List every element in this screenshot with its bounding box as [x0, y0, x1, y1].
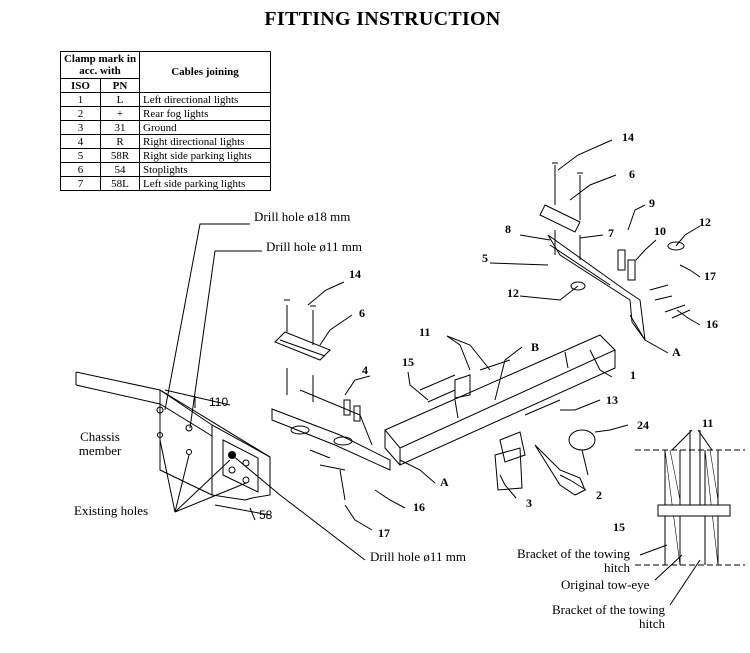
part-6-left: 6 — [359, 306, 365, 320]
left-bracket — [271, 299, 391, 501]
part-16-right: 16 — [706, 317, 718, 331]
label-bracket-bottom: Bracket of the towing hitch — [552, 602, 665, 631]
part-9: 9 — [649, 196, 655, 210]
part-11-center: 11 — [419, 325, 431, 339]
pn-header: PN — [99, 78, 141, 93]
label-tow-eye: Original tow-eye — [561, 577, 650, 592]
part-2: 2 — [596, 488, 602, 502]
part-3: 3 — [526, 496, 532, 510]
part-13: 13 — [606, 393, 618, 407]
part-14-right: 14 — [622, 130, 634, 144]
part-B: B — [531, 340, 540, 354]
cell-desc: Left side parking lights — [139, 176, 271, 191]
part-14-left: 14 — [349, 267, 361, 281]
label-chassis-member: Chassis member — [78, 429, 122, 458]
right-bracket — [539, 162, 691, 341]
page-title: FITTING INSTRUCTION — [264, 8, 501, 30]
detail-section — [635, 429, 745, 606]
part-A-left: A — [440, 475, 449, 489]
part-8: 8 — [505, 222, 511, 236]
label-drill-11-bottom: Drill hole ø11 mm — [370, 549, 466, 564]
cell-pn: 58R — [99, 148, 141, 163]
part-5: 5 — [482, 251, 488, 265]
part-4: 4 — [362, 363, 368, 377]
label-drill-11-top: Drill hole ø11 mm — [266, 239, 362, 254]
cross-bar — [384, 334, 616, 466]
part-10: 10 — [654, 224, 666, 238]
part-15-detail: 15 — [613, 520, 625, 534]
drill-leaders — [159, 223, 366, 561]
part-16-left: 16 — [413, 500, 425, 514]
label-drill-18: Drill hole ø18 mm — [254, 209, 351, 224]
cell-pn: 58L — [99, 176, 141, 191]
dimension-110: 110 — [209, 395, 229, 409]
table-row: 2+Rear fog lights — [60, 106, 271, 121]
part-24: 24 — [637, 418, 649, 432]
part-12-left: 12 — [507, 286, 519, 300]
part-6-right: 6 — [629, 167, 635, 181]
part-15-center: 15 — [402, 355, 414, 369]
cable-table: Clamp mark in acc. with Cables joining I… — [60, 51, 271, 191]
part-12-right: 12 — [699, 215, 711, 229]
cell-desc: Right side parking lights — [139, 148, 271, 163]
dimension-58: 58 — [259, 508, 273, 522]
part-leaders — [307, 139, 701, 531]
part-17-right: 17 — [704, 269, 716, 283]
clamp-header: Clamp mark in acc. with — [60, 51, 140, 79]
part-A-right: A — [672, 345, 681, 359]
label-existing-holes: Existing holes — [74, 503, 149, 518]
center-parts — [427, 359, 596, 496]
part-1: 1 — [630, 368, 636, 382]
part-11-detail: 11 — [702, 416, 714, 430]
chassis-member — [75, 371, 271, 501]
part-7: 7 — [608, 226, 614, 240]
label-bracket-top: Bracket of the towing hitch — [517, 546, 630, 575]
part-17-left: 17 — [378, 526, 390, 540]
